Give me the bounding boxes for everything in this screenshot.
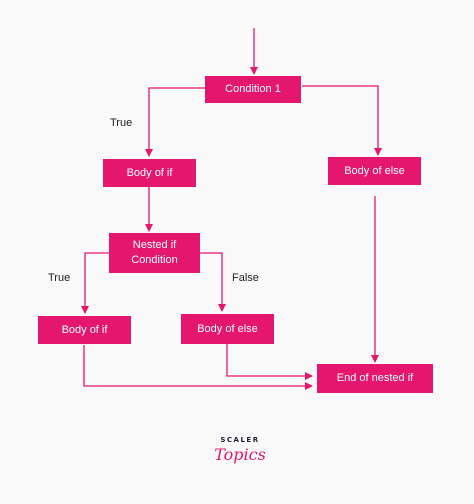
inner-true-label: True — [48, 272, 71, 284]
arrow-inner-if-to-end — [83, 345, 313, 390]
logo-scaler-text: SCALER — [220, 436, 260, 444]
body-of-if-inner-node: Body of if — [38, 316, 131, 344]
logo-topics-text: Topics — [214, 445, 266, 464]
end-of-nested-if-node: End of nested if — [317, 364, 433, 393]
arrow-condition-1-to-body-of-else — [302, 85, 382, 156]
arrow-nested-condition-to-body-of-if — [81, 252, 109, 314]
body-of-else-outer-node: Body of else — [328, 157, 421, 185]
condition-1-node: Condition 1 — [205, 76, 301, 103]
body-of-else-inner-node: Body of else — [181, 314, 274, 344]
scaler-topics-logo: SCALER Topics — [200, 436, 280, 486]
nested-if-condition-node: Nested if Condition — [109, 233, 200, 273]
arrow-inner-else-to-end — [226, 344, 313, 380]
arrow-condition-1-to-body-of-if — [145, 87, 205, 157]
outer-true-label: True — [110, 117, 133, 129]
body-of-if-outer-node: Body of if — [103, 159, 196, 187]
arrow-nested-condition-to-body-of-else — [200, 252, 226, 312]
inner-false-label: False — [232, 272, 259, 284]
